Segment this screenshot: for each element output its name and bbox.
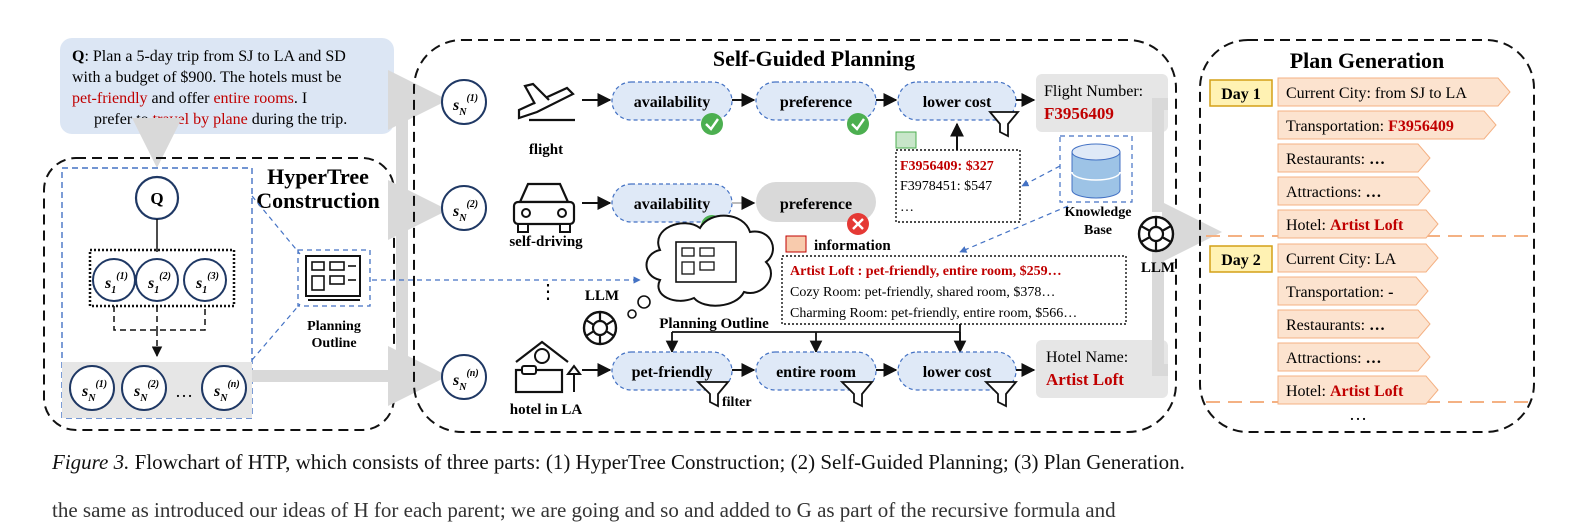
plan-days: Day 1 Current City: from SJ to LA Transpor… [1209,77,1511,405]
svg-text:Artist Loft : pet-friendly, en: Artist Loft : pet-friendly, entire room,… [790,264,1062,279]
mode-flight: flight [529,142,563,158]
hypertree-panel: HyperTree Construction Q s1(1) s1(2) s1(… [43,157,395,431]
svg-text:lower cost: lower cost [923,94,992,111]
hypertree-title-2: Construction [256,188,379,213]
htp-diagram: Q: Plan a 5-day trip from SJ to LA and S… [43,38,1535,433]
svg-text:pet-friendly: pet-friendly [632,364,713,381]
planning-outline-icon [297,249,371,307]
svg-text:availability: availability [634,196,710,213]
flight-result: Flight Number: F3956409 [1036,74,1168,132]
hyperedge-box [88,248,236,308]
more-days: … [1349,404,1367,424]
plan-item [1277,342,1431,372]
llm-label-left: LLM [585,288,619,304]
plan-item-text: Restaurants: … [1286,151,1385,168]
plan-item-text: Restaurants: … [1286,317,1385,334]
llm-label-right: LLM [1141,260,1175,276]
query-text: Q: Plan a 5-day trip from SJ to LA and S… [72,48,346,65]
planning-outline-cloud-label: Planning Outline [659,316,769,332]
row-hotel-steps: pet-friendly filter entire room lower co… [582,351,1036,410]
plan-item [1277,243,1439,273]
query-line-2: with a budget of $900. The hotels must b… [72,69,341,86]
figure-label: Figure 3. [52,450,130,474]
svg-text:Outline: Outline [311,336,356,351]
plan-item [1277,276,1429,306]
svg-text:Hotel Name:: Hotel Name: [1046,349,1128,366]
day-tag [1209,79,1273,107]
hotel-icon [514,340,582,394]
svg-text:…: … [175,381,193,401]
svg-text:entire room: entire room [776,364,857,381]
plan-item [1277,176,1431,206]
plan-item [1277,110,1497,140]
row-nodes: sN(1) sN(2) sN(n) ⋮ [441,79,558,400]
svg-text:⋮: ⋮ [538,281,558,303]
plan-item [1277,309,1431,339]
svg-text:Cozy Room: pet-friendly, share: Cozy Room: pet-friendly, shared room, $3… [790,285,1055,300]
hypertree-title: HyperTree [267,164,369,189]
root-label: Q [150,189,163,208]
plan-item-text: Transportation: F3956409 [1286,118,1454,135]
svg-text:…: … [900,200,914,215]
day-label: Day 1 [1221,86,1261,103]
sn-nodes: sN(1) sN(2) sN(n) … [69,365,247,411]
plan-item [1277,143,1431,173]
svg-text:information: information [814,238,891,254]
self-guided-title: Self-Guided Planning [713,46,915,71]
svg-text:F3956409: $327: F3956409: $327 [900,159,994,174]
flight-candidates: F3956409: $327 F3978451: $547 … [895,131,1021,223]
svg-text:availability: availability [634,94,710,111]
plan-item-text: Current City: from SJ to LA [1286,85,1467,102]
filter-icon [988,111,1020,138]
openai-icon [582,310,618,346]
day-tag [1209,245,1273,273]
svg-text:F3956409: F3956409 [1044,104,1114,123]
query-line-3: pet-friendly and offer entire rooms. I [72,90,307,107]
svg-text:Artist Loft: Artist Loft [1046,370,1124,389]
knowledge-base-label: Knowledge [1065,205,1132,220]
plan-item [1277,375,1439,405]
plan-generation-title: Plan Generation [1290,48,1445,73]
knowledge-base-icon [1059,135,1133,203]
s1-nodes: s1(1) s1(2) s1(3) [92,258,227,302]
svg-text:Base: Base [1084,223,1112,238]
day-label: Day 2 [1221,252,1261,269]
plan-item [1277,209,1439,239]
svg-text:lower cost: lower cost [923,364,992,381]
caption-continuation: the same as introduced our ideas of H fo… [52,498,1116,522]
mode-self-driving: self-driving [509,234,583,250]
svg-text:F3978451: $547: F3978451: $547 [900,179,992,194]
llm-cloud [627,214,774,319]
figure-caption: Figure 3. Flowchart of HTP, which consis… [52,450,1552,475]
row-flight-steps: availability preference lower cost [582,81,1036,150]
mode-hotel: hotel in LA [510,402,583,418]
row-driving-steps: availability preference [582,182,876,237]
plan-item-text: Hotel: Artist Loft [1286,383,1404,400]
plan-item-text: Transportation: - [1286,284,1393,301]
plan-item [1277,77,1511,107]
car-icon [512,182,576,233]
svg-text:preference: preference [780,196,852,213]
airplane-icon [517,82,575,122]
filter-label: filter [722,395,752,410]
plan-item-text: Hotel: Artist Loft [1286,217,1404,234]
query-box: Q: Plan a 5-day trip from SJ to LA and S… [60,38,394,134]
svg-text:Flight Number:: Flight Number: [1044,83,1143,100]
plan-item-text: Attractions: … [1286,350,1382,367]
plan-item-text: Attractions: … [1286,184,1382,201]
hotel-candidates: information Artist Loft : pet-friendly, … [781,235,1127,325]
plan-item-text: Current City: LA [1286,251,1397,268]
planning-outline-label: Planning [307,319,361,334]
svg-text:preference: preference [780,94,852,111]
gray-connectors [252,70,448,406]
query-line-4: prefer to travel by plane during the tri… [94,111,347,128]
svg-text:Charming Room: pet-friendly, e: Charming Room: pet-friendly, entire room… [790,306,1077,321]
caption-text: Flowchart of HTP, which consists of thre… [129,450,1185,474]
right-llm: LLM [1137,98,1222,376]
hotel-result: Hotel Name: Artist Loft [1036,340,1168,398]
